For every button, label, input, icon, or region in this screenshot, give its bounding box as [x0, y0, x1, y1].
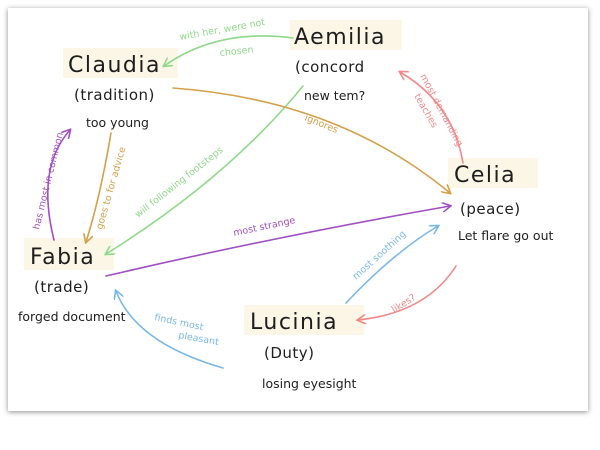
edge-aemilia-claudia-label-1: with her, were not: [179, 17, 267, 43]
edge-lucinia-celia: most soothing: [345, 226, 438, 304]
lucinia-name: Lucinia: [250, 310, 338, 335]
edge-aemilia-claudia-label-2: chosen: [219, 45, 254, 59]
claudia-note: too young: [86, 115, 149, 130]
celia-role: (peace): [460, 200, 521, 218]
claudia-highlight: [63, 48, 178, 78]
aemilia-role: (concord: [295, 58, 365, 76]
claudia-name: Claudia: [68, 53, 161, 78]
fabia-highlight: [24, 238, 114, 270]
edge-celia-lucinia-line: [358, 265, 457, 320]
aemilia-highlight: [290, 20, 402, 50]
edge-fabia-claudia: has most in common: [31, 130, 70, 241]
lucinia-highlight: [244, 305, 364, 335]
node-claudia: Claudia (tradition) too young: [68, 53, 161, 130]
edge-claudia-fabia-label: goes to for advice: [94, 145, 128, 230]
celia-name: Celia: [454, 163, 516, 188]
relationship-diagram: with her, were not chosen will following…: [18, 17, 553, 391]
edge-lucinia-fabia-label-2: pleasant: [177, 330, 219, 348]
edge-claudia-fabia-line: [86, 132, 112, 242]
edge-celia-aemilia: most demanding teaches: [400, 72, 465, 164]
edge-lucinia-celia-line: [345, 226, 438, 304]
edge-aemilia-fabia-line: [106, 85, 304, 254]
edge-aemilia-claudia-line: [164, 35, 294, 66]
celia-note: Let flare go out: [458, 228, 553, 243]
lucinia-note: losing eyesight: [262, 376, 357, 391]
edge-claudia-celia-line: [172, 87, 450, 193]
claudia-role: (tradition): [74, 86, 155, 104]
node-fabia: Fabia (trade) forged document: [18, 245, 126, 324]
diagram-canvas: with her, were not chosen will following…: [8, 8, 588, 411]
fabia-note: forged document: [18, 309, 126, 324]
edge-fabia-celia-line: [105, 206, 450, 277]
edge-lucinia-fabia-line: [116, 291, 224, 369]
edge-aemilia-fabia-label: will following footsteps: [133, 145, 225, 221]
fabia-role: (trade): [34, 278, 89, 296]
edge-celia-aemilia-line: [400, 72, 464, 164]
edge-fabia-claudia-line: [46, 130, 70, 241]
edge-claudia-celia: ignores: [172, 87, 450, 193]
node-lucinia: Lucinia (Duty) losing eyesight: [250, 310, 357, 391]
edge-fabia-celia-label: most strange: [232, 215, 296, 239]
aemilia-name: Aemilia: [294, 25, 386, 50]
edge-claudia-fabia: goes to for advice: [86, 132, 128, 242]
edge-celia-lucinia: likes?: [358, 265, 457, 320]
aemilia-note: new tem?: [304, 88, 365, 103]
lucinia-role: (Duty): [264, 344, 315, 362]
edge-aemilia-claudia: with her, were not chosen: [164, 17, 294, 66]
node-aemilia: Aemilia (concord new tem?: [294, 25, 386, 103]
node-celia: Celia (peace) Let flare go out: [454, 163, 553, 243]
fabia-name: Fabia: [30, 245, 95, 270]
edge-lucinia-fabia: finds most pleasant: [116, 291, 224, 369]
edge-claudia-celia-label: ignores: [303, 113, 340, 136]
edge-celia-lucinia-label: likes?: [390, 292, 418, 315]
edge-lucinia-celia-label: most soothing: [351, 229, 409, 283]
